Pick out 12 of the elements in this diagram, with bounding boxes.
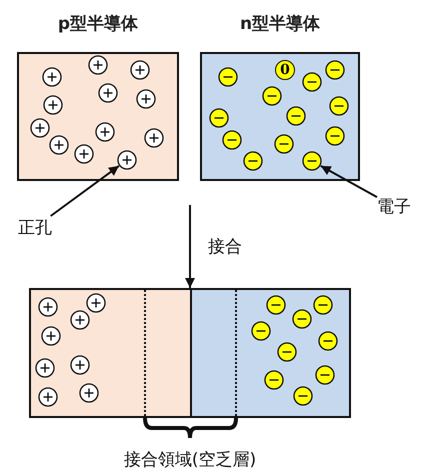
leader-arrow xyxy=(50,165,120,217)
pn-junction-block xyxy=(29,288,351,418)
region-label: 接合領域(空乏層) xyxy=(122,449,258,471)
electron-icon xyxy=(302,151,322,171)
edge-label: 接合 xyxy=(208,236,242,258)
block-heading: p型半導体 xyxy=(56,13,140,35)
block-heading: n型半導体 xyxy=(238,13,322,35)
arrow xyxy=(185,205,195,288)
annotation-label: 正孔 xyxy=(18,216,52,239)
leader-arrow xyxy=(320,164,378,198)
hole-icon xyxy=(117,150,137,170)
annotation-label: 電子 xyxy=(377,195,411,218)
